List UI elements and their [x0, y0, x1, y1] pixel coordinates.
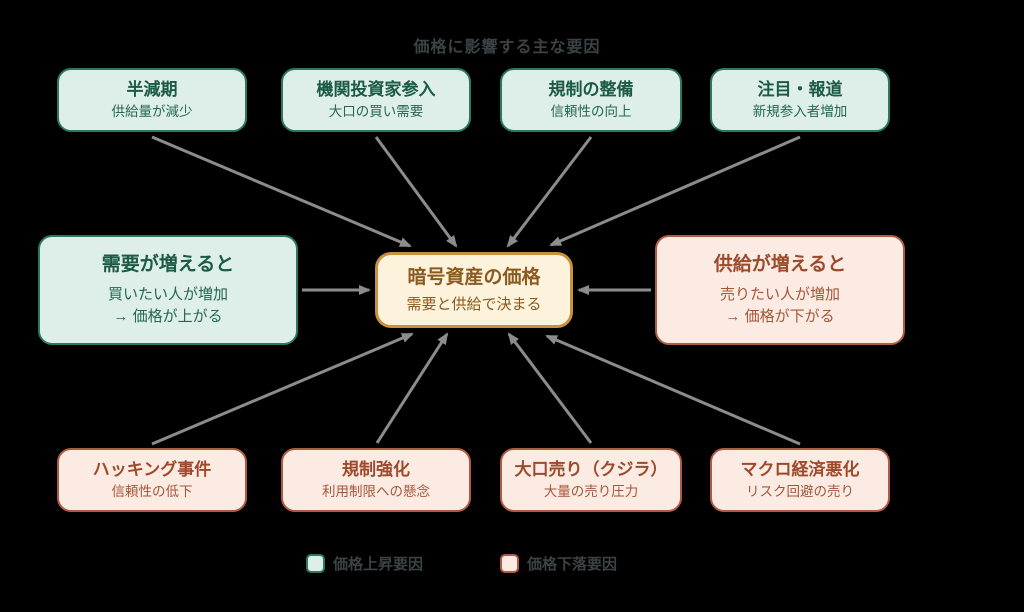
node-subtitle: 供給量が減少: [111, 104, 193, 120]
node-line1: 買いたい人が増加: [107, 286, 228, 304]
node-institutional-investors: 機関投資家参入 大口の買い需要: [281, 68, 471, 132]
node-title: 注目・報道: [757, 79, 843, 99]
node-regulation-development: 規制の整備 信頼性の向上: [500, 68, 682, 132]
node-supply-increase: 供給が増えると 売りたい人が増加 → 価格が下がる: [655, 235, 905, 345]
node-demand-increase: 需要が増えると 買いたい人が増加 → 価格が上がる: [38, 235, 298, 345]
node-title: マクロ経済悪化: [740, 459, 860, 479]
node-title: 大口売り（クジラ）: [514, 459, 668, 479]
legend-swatch-down: [500, 554, 519, 573]
node-title: 規制強化: [342, 459, 410, 479]
arrow-whale-to-price: [507, 332, 593, 444]
node-media-attention: 注目・報道 新規参入者増加: [710, 68, 890, 132]
legend-swatch-up: [306, 554, 325, 573]
node-line1: 売りたい人が増加: [719, 286, 840, 304]
arrow-regulation-tight-to-price: [375, 332, 449, 444]
legend-item-price-down: 価格下落要因: [500, 553, 617, 574]
node-subtitle: 需要と供給で決まる: [406, 295, 542, 313]
node-line2: → 価格が上がる: [113, 307, 223, 325]
node-title: 暗号資産の価格: [407, 266, 541, 288]
node-subtitle: 信頼性の向上: [550, 104, 632, 120]
node-subtitle: リスク回避の売り: [746, 484, 854, 500]
node-title: 半減期: [126, 79, 178, 99]
node-title: 供給が増えると: [713, 254, 847, 276]
arrow-institutional-to-price: [374, 136, 458, 248]
node-crypto-price: 暗号資産の価格 需要と供給で決まる: [375, 252, 573, 328]
node-title: 機関投資家参入: [316, 79, 436, 99]
node-subtitle: 新規参入者増加: [752, 104, 848, 120]
node-whale-selling: 大口売り（クジラ） 大量の売り圧力: [500, 448, 682, 512]
arrow-regulation-dev-to-price: [506, 136, 593, 248]
diagram-title: 価格に影響する主な要因: [413, 39, 601, 56]
node-title: ハッキング事件: [92, 459, 212, 479]
node-subtitle: 利用制限への懸念: [322, 484, 430, 500]
legend-label-down: 価格下落要因: [527, 556, 618, 573]
node-regulation-tightening: 規制強化 利用制限への懸念: [281, 448, 471, 512]
legend: 価格上昇要因 価格下落要因: [0, 553, 1024, 579]
arrow-media-to-price: [549, 135, 801, 247]
arrow-hacking-to-price: [151, 332, 414, 446]
arrow-macro-to-price: [545, 334, 801, 446]
legend-item-price-up: 価格上昇要因: [306, 553, 423, 574]
node-title: 需要が増えると: [101, 254, 235, 276]
node-halving: 半減期 供給量が減少: [57, 68, 247, 132]
node-title: 規制の整備: [548, 79, 634, 99]
node-hacking-incident: ハッキング事件 信頼性の低下: [57, 448, 247, 512]
node-macro-deterioration: マクロ経済悪化 リスク回避の売り: [710, 448, 890, 512]
node-subtitle: 信頼性の低下: [111, 484, 193, 500]
arrow-halving-to-price: [151, 135, 412, 248]
node-subtitle: 大口の買い需要: [328, 104, 424, 120]
legend-label-up: 価格上昇要因: [333, 556, 424, 573]
node-line2: → 価格が下がる: [725, 307, 835, 325]
node-subtitle: 大量の売り圧力: [543, 484, 639, 500]
